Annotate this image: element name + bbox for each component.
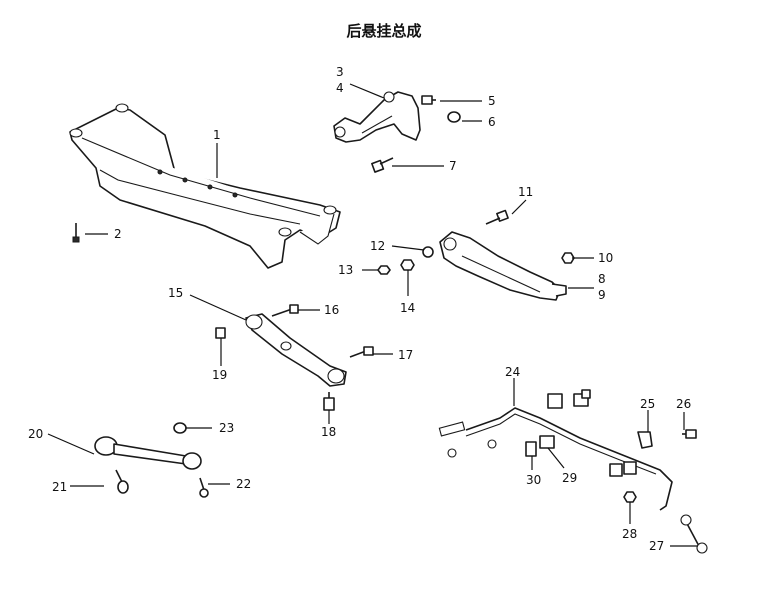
callout-20: 20	[28, 427, 43, 441]
end-link-27	[680, 514, 708, 554]
callout-10: 10	[598, 251, 613, 265]
bolt-26	[682, 429, 697, 439]
bolt-17	[349, 346, 374, 358]
callout-28: 28	[622, 527, 637, 541]
bolt-21	[115, 469, 129, 494]
callout-13: 13	[338, 263, 353, 277]
callout-7: 7	[449, 159, 457, 173]
bushing-30	[525, 441, 537, 457]
nut-28	[623, 491, 637, 503]
callout-12: 12	[370, 239, 385, 253]
callout-16: 16	[324, 303, 339, 317]
callout-6: 6	[488, 115, 496, 129]
callout-2: 2	[114, 227, 122, 241]
callout-8: 8	[598, 272, 606, 286]
upper-control-arm	[333, 91, 421, 143]
trailing-link	[245, 313, 347, 387]
callout-18: 18	[321, 425, 336, 439]
callout-26: 26	[676, 397, 691, 411]
callout-labels: 1 2 3 4 5 6 7 8 9 10 11 12 13 14 15 16 1…	[28, 65, 691, 553]
bracket-25	[637, 431, 653, 449]
leader-lines	[47, 83, 698, 547]
bolt-22	[199, 477, 209, 498]
stabilizer-bar	[438, 407, 673, 511]
callout-14: 14	[400, 301, 415, 315]
callout-3: 3	[336, 65, 344, 79]
callout-11: 11	[518, 185, 533, 199]
washer-23	[173, 422, 187, 434]
callout-22: 22	[236, 477, 251, 491]
callout-29: 29	[562, 471, 577, 485]
callout-21: 21	[52, 480, 67, 494]
nut-13	[377, 265, 391, 275]
bolt-11	[485, 209, 509, 225]
nut-18	[323, 392, 335, 411]
bolt-5	[421, 95, 436, 105]
bushing-12	[422, 246, 434, 258]
nut-14	[400, 259, 415, 271]
callout-24: 24	[505, 365, 520, 379]
callout-27: 27	[649, 539, 664, 553]
callout-30: 30	[526, 473, 541, 487]
bolt-7	[371, 157, 394, 173]
subframe-crossmember	[69, 103, 341, 269]
callout-19: 19	[212, 368, 227, 382]
nut-19	[215, 327, 226, 339]
callout-5: 5	[488, 94, 496, 108]
bushing-29	[539, 435, 555, 449]
lower-control-arm	[439, 231, 567, 301]
bracket-pair-top	[547, 389, 591, 409]
bushing-right	[609, 461, 637, 477]
diagram-title: 后悬挂总成	[346, 22, 422, 40]
callout-4: 4	[336, 81, 344, 95]
callout-9: 9	[598, 288, 606, 302]
nut-6	[447, 111, 461, 123]
callout-1: 1	[213, 128, 221, 142]
callout-15: 15	[168, 286, 183, 300]
callout-23: 23	[219, 421, 234, 435]
callout-25: 25	[640, 397, 655, 411]
bolt-16	[271, 304, 299, 317]
nut-10	[561, 252, 575, 264]
callout-17: 17	[398, 348, 413, 362]
bolt-2	[72, 223, 80, 243]
lateral-link	[94, 436, 202, 470]
